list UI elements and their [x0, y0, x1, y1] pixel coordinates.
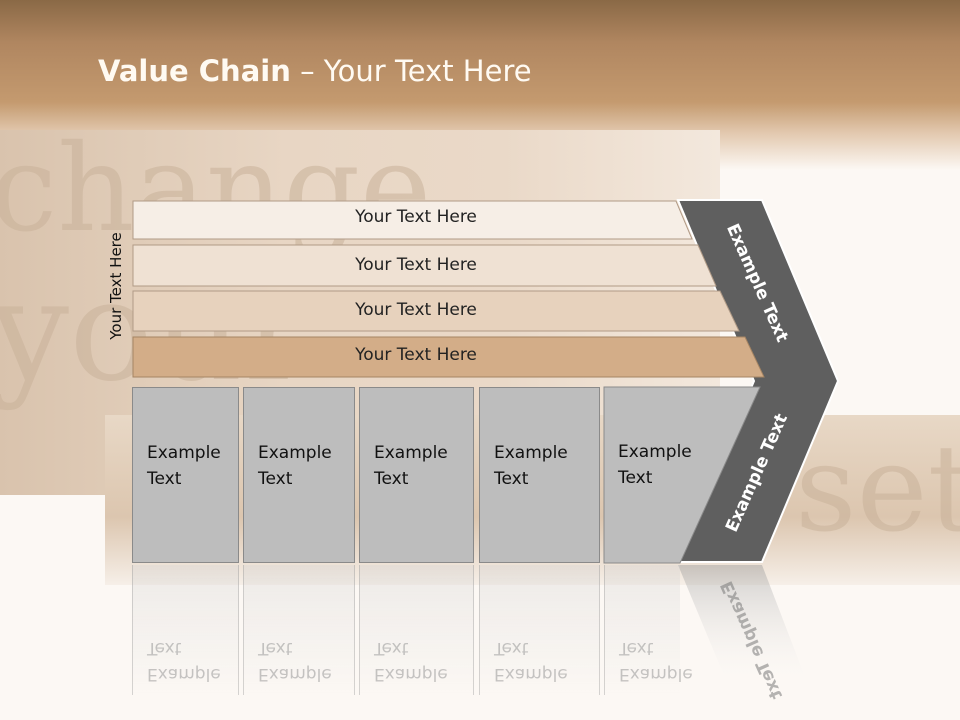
row-3-label: Your Text Here	[355, 300, 477, 320]
box-2-reflection-label: Example Text	[258, 638, 332, 684]
row-shape-3	[132, 290, 740, 332]
box-4: Example Text	[479, 387, 600, 563]
box-1-label: Example Text	[147, 443, 221, 489]
box-3-reflection-label: Example Text	[374, 638, 448, 684]
box-5: Example Text	[604, 387, 692, 563]
box-1: Example Text	[132, 387, 239, 563]
box-3-label: Example Text	[374, 443, 448, 489]
row-shape-1	[132, 200, 693, 240]
row-1-label: Your Text Here	[355, 207, 477, 227]
page-title: Value Chain – Your Text Here	[98, 54, 532, 88]
box-4-reflection-label: Example Text	[494, 638, 568, 684]
title-bold: Value Chain	[98, 54, 291, 88]
box-5-reflection: Example Text	[604, 565, 693, 695]
box-5-label: Example Text	[618, 442, 692, 488]
box-2: Example Text	[243, 387, 355, 563]
photo-letters-set: set	[795, 420, 960, 559]
title-rest: – Your Text Here	[290, 54, 532, 88]
box-4-reflection: Example Text	[479, 565, 600, 695]
box-3: Example Text	[359, 387, 474, 563]
box-2-label: Example Text	[258, 443, 332, 489]
row-shape-4	[132, 336, 765, 378]
box-shape-5	[603, 386, 761, 564]
box-3-reflection: Example Text	[359, 565, 474, 695]
row-shape-2	[132, 244, 717, 287]
box-5-reflection-label: Example Text	[619, 638, 693, 684]
box-1-reflection-label: Example Text	[147, 638, 221, 684]
row-2-label: Your Text Here	[355, 255, 477, 275]
chevron-reflection	[678, 565, 810, 690]
box-1-reflection: Example Text	[132, 565, 239, 695]
box-2-reflection: Example Text	[243, 565, 355, 695]
row-4-label: Your Text Here	[355, 345, 477, 365]
box-4-label: Example Text	[494, 443, 568, 489]
